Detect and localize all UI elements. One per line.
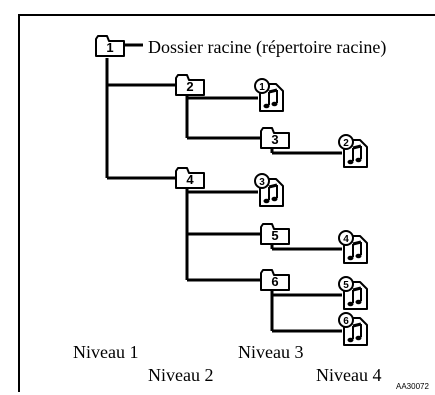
folder-3-number: 3 [271,132,278,147]
track-4-number: 4 [343,234,349,245]
figure-code: AA30072 [396,382,429,391]
track-2-number: 2 [343,138,349,149]
track-3-number: 3 [259,177,265,188]
track-5-number: 5 [343,280,349,291]
level-2-label: Niveau 2 [148,365,214,385]
folder-4-number: 4 [186,172,194,187]
folder-6-number: 6 [271,274,278,289]
level-3-label: Niveau 3 [238,342,304,362]
folder-2-number: 2 [186,79,193,94]
track-1-number: 1 [259,82,265,93]
root-folder-label: Dossier racine (répertoire racine) [148,37,387,57]
folder-1-number: 1 [106,40,113,55]
diagram-frame [18,14,435,392]
level-4-label: Niveau 4 [316,365,382,385]
track-badges [254,78,354,328]
folder-5-number: 5 [271,228,278,243]
level-1-label: Niveau 1 [73,342,139,362]
tree-connectors [105,43,342,333]
track-6-number: 6 [343,316,349,327]
